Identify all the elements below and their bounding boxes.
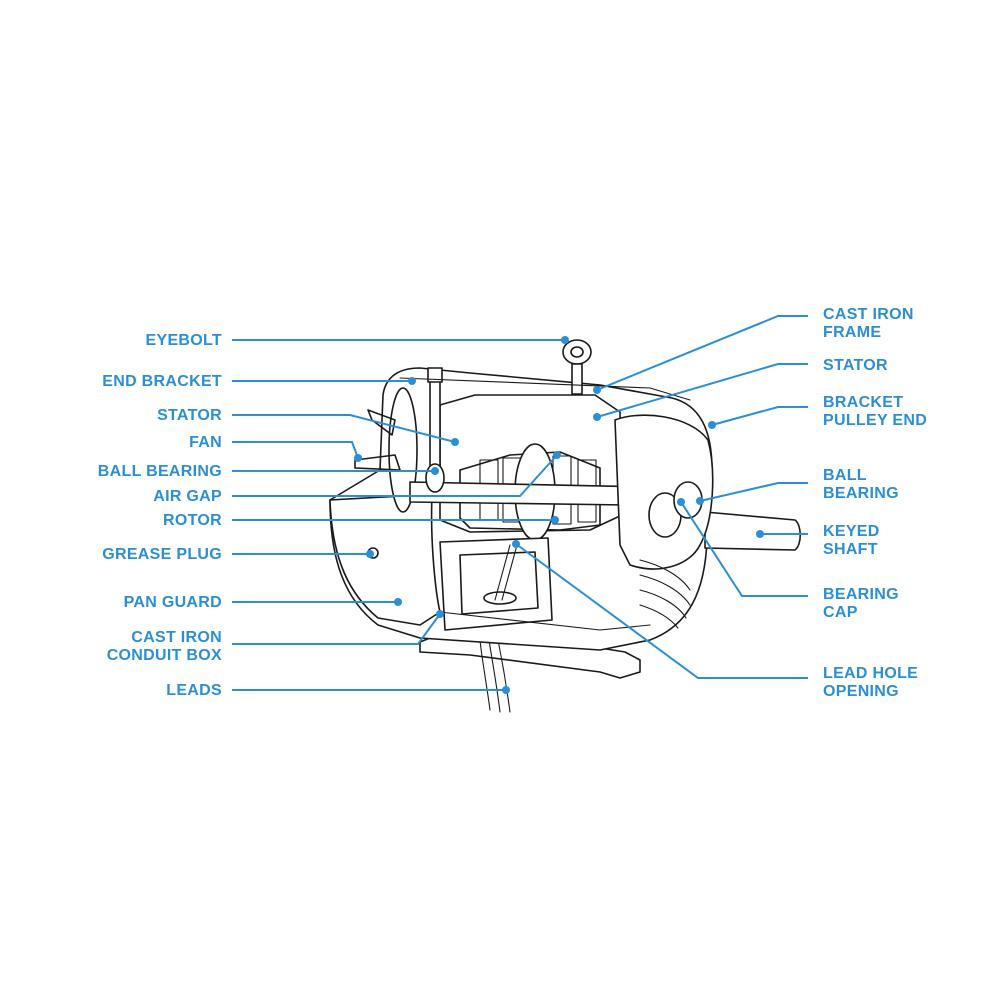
lead-wire: [488, 639, 501, 713]
label-pan-guard: PAN GUARD: [124, 594, 222, 611]
leader-bracket: [711, 406, 808, 426]
leader-bearing-cap: [680, 501, 808, 597]
dot-leads: [502, 686, 510, 694]
label-ball-bearing-right-line1: BALL: [823, 467, 867, 484]
leader-conduit-box: [232, 613, 441, 645]
label-frame-line1: CAST IRON: [823, 306, 914, 323]
label-lead-hole-line2: OPENING: [823, 683, 899, 700]
label-fan: FAN: [189, 434, 222, 451]
dot-conduit-box: [436, 610, 444, 618]
label-stator-left: STATOR: [157, 407, 222, 424]
label-bearing-cap-line2: CAP: [823, 604, 858, 621]
label-grease-plug: GREASE PLUG: [102, 546, 222, 563]
dot-end-bracket: [408, 377, 416, 385]
dot-bearing-cap: [677, 498, 685, 506]
label-frame-line2: FRAME: [823, 324, 881, 341]
fan-disc: [388, 387, 418, 513]
label-eyebolt: EYEBOLT: [146, 332, 222, 349]
label-conduit-box-line2: CONDUIT BOX: [107, 647, 222, 664]
dot-stator-left: [451, 438, 459, 446]
keyed-shaft-end: [704, 511, 802, 551]
dot-bracket: [708, 421, 716, 429]
fan-blade: [367, 409, 396, 436]
labels-left-column: EYEBOLT END BRACKET STATOR FAN BALL BEAR…: [98, 332, 222, 699]
dot-ball-bearing-left: [431, 467, 439, 475]
leader-fan: [232, 441, 359, 459]
eyebolt-stem: [571, 363, 583, 395]
dot-eyebolt: [561, 336, 569, 344]
dot-frame: [593, 386, 601, 394]
frame-top-edge: [399, 377, 691, 401]
label-air-gap: AIR GAP: [153, 488, 222, 505]
dot-ball-bearing-right: [696, 497, 704, 505]
lead-hole: [483, 591, 517, 605]
leader-ball-bearing-right: [699, 482, 808, 502]
label-end-bracket: END BRACKET: [102, 373, 222, 390]
label-bracket-line1: BRACKET: [823, 394, 903, 411]
end-bracket-clip: [427, 367, 443, 383]
leader-air-gap: [232, 454, 558, 497]
conduit-box-opening: [459, 551, 539, 615]
dot-air-gap: [553, 451, 561, 459]
label-leads: LEADS: [166, 682, 222, 699]
dot-stator-right: [593, 413, 601, 421]
dot-shaft: [756, 530, 764, 538]
motor-cutaway-drawing: [329, 339, 802, 713]
dot-pan-guard: [394, 598, 402, 606]
leader-frame: [596, 315, 808, 391]
label-conduit-box-line1: CAST IRON: [131, 629, 222, 646]
label-shaft-line2: SHAFT: [823, 541, 878, 558]
label-ball-bearing-left: BALL BEARING: [98, 463, 222, 480]
label-bracket-line2: PULLEY END: [823, 412, 927, 429]
label-bearing-cap-line1: BEARING: [823, 586, 899, 603]
label-rotor: ROTOR: [163, 512, 222, 529]
lead-in-box: [501, 544, 518, 601]
label-ball-bearing-right-line2: BEARING: [823, 485, 899, 502]
eyebolt-hole: [570, 346, 584, 358]
leader-lead-hole: [515, 543, 808, 679]
pan-guard-shell: [329, 494, 441, 626]
leader-stator-left: [232, 414, 456, 443]
callout-dots: [354, 336, 764, 694]
labels-right-column: CAST IRON FRAME STATOR BRACKET PULLEY EN…: [823, 306, 927, 700]
frame-bottom-edge: [439, 611, 651, 631]
lead-in-box: [494, 544, 511, 601]
lead-wire: [479, 639, 491, 711]
label-stator-right: STATOR: [823, 357, 888, 374]
dot-fan: [354, 454, 362, 462]
lead-wire: [497, 639, 511, 713]
leader-stator-right: [596, 363, 808, 418]
label-lead-hole-line1: LEAD HOLE: [823, 665, 918, 682]
dot-grease-plug: [366, 550, 374, 558]
dot-lead-hole: [512, 540, 520, 548]
label-shaft-line1: KEYED: [823, 523, 880, 540]
cooling-fins: [639, 559, 691, 629]
dot-rotor: [551, 516, 559, 524]
callout-leaders: [232, 315, 808, 691]
